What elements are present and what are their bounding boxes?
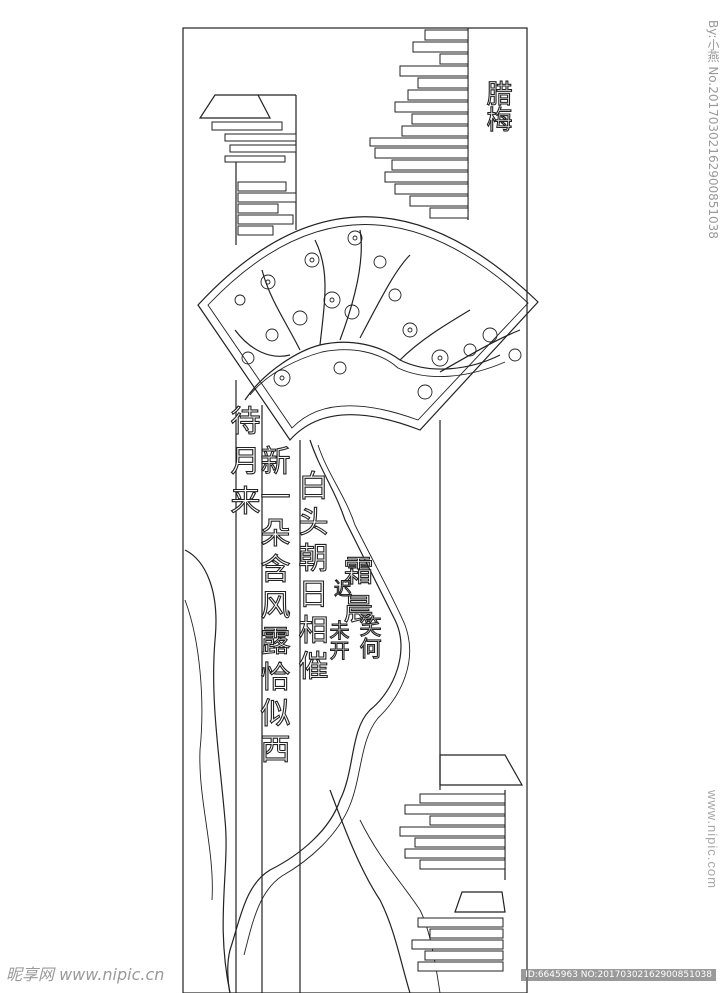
poem-col1: 霜晨 (338, 555, 374, 631)
text-pillars (235, 380, 441, 993)
watermark-logo: 昵享网 www.nipic.cn (6, 965, 165, 984)
brick-wall-top-right (369, 28, 469, 220)
panel-frame (182, 27, 528, 993)
poem-col2: 白头朝日相催 (293, 470, 329, 686)
poem-col7: 迟 (334, 579, 352, 600)
poem-calligraphy: 霜晨 白头朝日相催 新一朵含风露恰似西 待月来 笑何 未开 迟 (224, 404, 382, 769)
watermark-id-line: ID:6645963 NO:20170302162900851038 (521, 969, 716, 981)
watermark-site-vertical: www.nipic.com (705, 790, 720, 889)
fan-frame (197, 216, 539, 441)
rock-outline (184, 439, 441, 993)
roof-left (198, 94, 297, 245)
poem-col6: 未开 (326, 620, 350, 660)
poem-col3: 新一朵含风露恰似西 (255, 445, 291, 769)
poem-col4: 待月来 (225, 405, 261, 525)
poem-col5: 笑何 (356, 615, 382, 659)
seal-text: 腊梅 (482, 80, 512, 132)
plum-branches (234, 229, 521, 401)
roof-lower-right (399, 754, 524, 972)
plum-blossoms (234, 230, 522, 400)
watermark-side-text: By:小燕 No.20170302162900851038 (706, 20, 720, 239)
